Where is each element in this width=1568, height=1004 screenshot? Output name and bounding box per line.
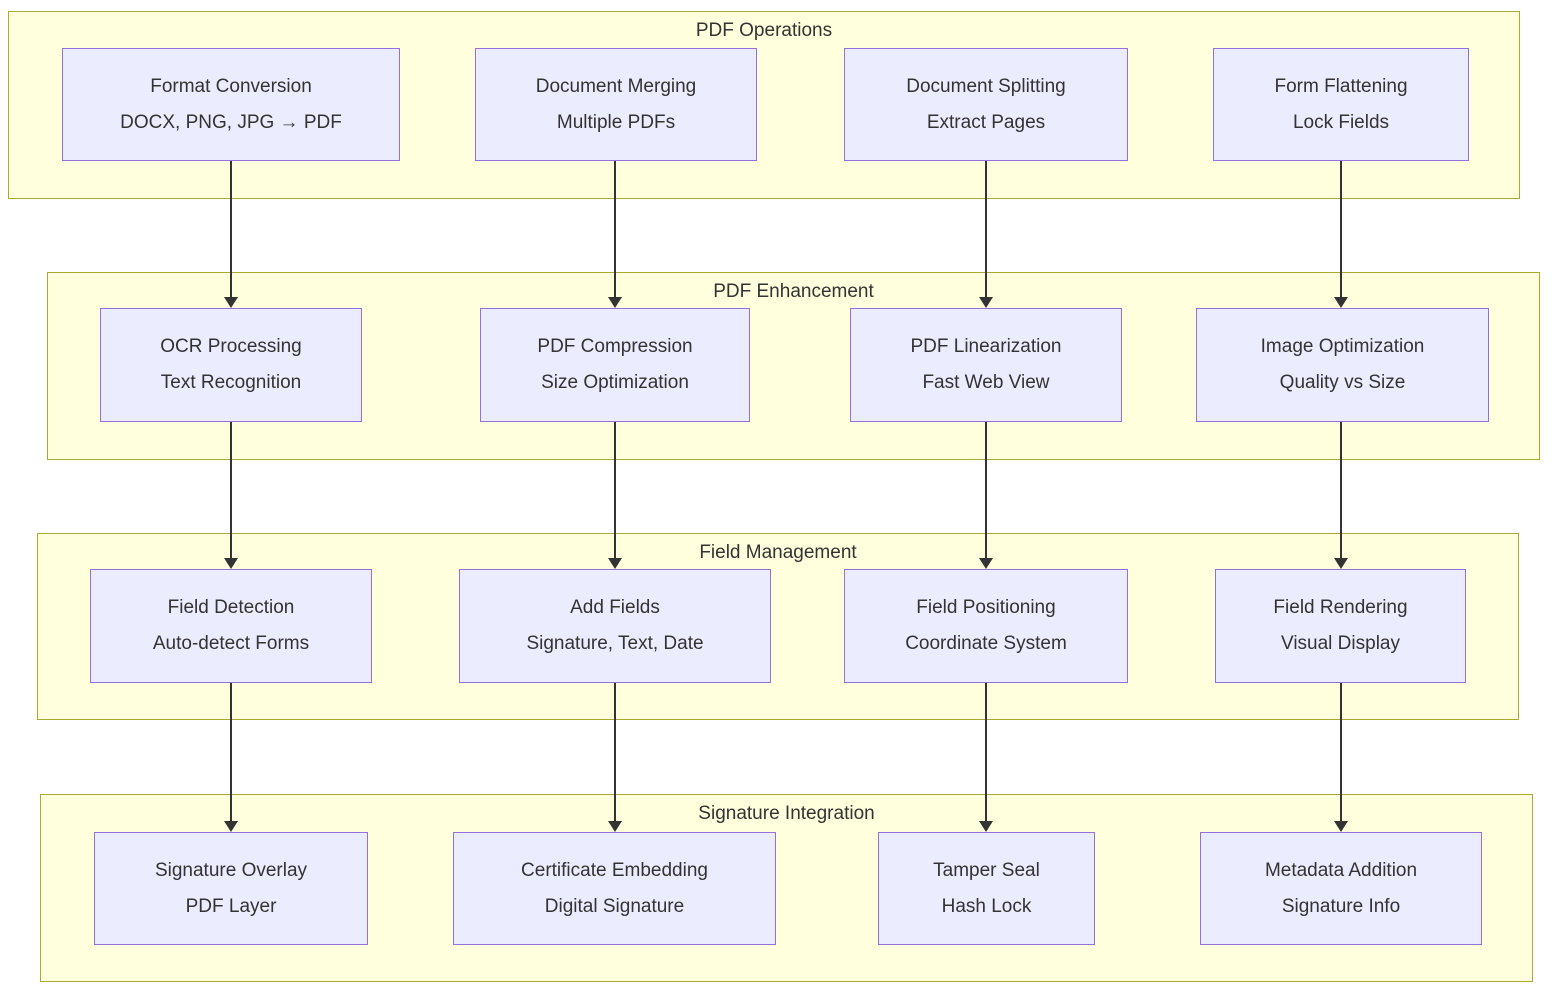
node-subtitle: Multiple PDFs [556, 111, 676, 133]
arrow-shaft [230, 422, 232, 558]
node-title: Document Merging [535, 75, 697, 97]
arrowhead-icon [224, 821, 238, 832]
node-tamper-seal: Tamper Seal Hash Lock [878, 832, 1095, 945]
node-signature-overlay: Signature Overlay PDF Layer [94, 832, 368, 945]
node-subtitle: Hash Lock [941, 895, 1032, 917]
node-title: Form Flattening [1274, 75, 1408, 97]
band-title: Signature Integration [698, 803, 875, 824]
arrowhead-icon [1334, 558, 1348, 569]
arrow-shaft [985, 161, 987, 297]
node-subtitle: Extract Pages [926, 111, 1046, 133]
band-title: Field Management [699, 542, 857, 563]
band-title: PDF Enhancement [713, 281, 874, 302]
node-subtitle: Text Recognition [160, 372, 302, 393]
node-title: PDF Linearization [910, 336, 1062, 357]
arrow-shaft [230, 683, 232, 821]
node-subtitle: Quality vs Size [1279, 372, 1406, 393]
node-subtitle: Coordinate System [905, 633, 1067, 654]
node-subtitle: DOCX, PNG, JPG → PDF [120, 111, 342, 133]
node-title: Format Conversion [150, 75, 312, 97]
node-document-splitting: Document Splitting Extract Pages [844, 48, 1128, 161]
node-subtitle: Visual Display [1281, 633, 1400, 654]
node-format-conversion: Format Conversion DOCX, PNG, JPG → PDF [62, 48, 400, 161]
node-title: Field Detection [167, 597, 295, 618]
node-subtitle: Signature, Text, Date [526, 633, 704, 654]
arrow-shaft [230, 161, 232, 297]
node-pdf-linearization: PDF Linearization Fast Web View [850, 308, 1122, 422]
band-title: PDF Operations [695, 20, 833, 41]
node-title: Field Positioning [916, 597, 1056, 618]
node-title: OCR Processing [160, 336, 302, 357]
arrow-shaft [1340, 683, 1342, 821]
arrow-shaft [614, 161, 616, 297]
node-subtitle: PDF Layer [185, 895, 277, 917]
node-add-fields: Add Fields Signature, Text, Date [459, 569, 771, 683]
arrowhead-icon [608, 558, 622, 569]
node-image-optimization: Image Optimization Quality vs Size [1196, 308, 1489, 422]
node-metadata-addition: Metadata Addition Signature Info [1200, 832, 1482, 945]
arrow-shaft [614, 683, 616, 821]
arrowhead-icon [1334, 821, 1348, 832]
arrowhead-icon [608, 821, 622, 832]
node-title: Tamper Seal [933, 859, 1040, 881]
node-title: Image Optimization [1260, 336, 1425, 357]
node-certificate-embedding: Certificate Embedding Digital Signature [453, 832, 776, 945]
node-subtitle: Signature Info [1281, 895, 1401, 917]
node-form-flattening: Form Flattening Lock Fields [1213, 48, 1469, 161]
node-subtitle: Digital Signature [544, 895, 685, 917]
arrowhead-icon [979, 821, 993, 832]
arrow-shaft [985, 422, 987, 558]
arrow-shaft [1340, 422, 1342, 558]
arrow-shaft [614, 422, 616, 558]
node-field-rendering: Field Rendering Visual Display [1215, 569, 1466, 683]
node-pdf-compression: PDF Compression Size Optimization [480, 308, 750, 422]
node-ocr-processing: OCR Processing Text Recognition [100, 308, 362, 422]
node-title: Field Rendering [1273, 597, 1408, 618]
node-title: Metadata Addition [1264, 859, 1418, 881]
arrowhead-icon [979, 297, 993, 308]
arrowhead-icon [1334, 297, 1348, 308]
node-subtitle: Size Optimization [541, 372, 689, 393]
arrow-shaft [985, 683, 987, 821]
arrowhead-icon [224, 558, 238, 569]
node-field-positioning: Field Positioning Coordinate System [844, 569, 1128, 683]
node-title: Document Splitting [906, 75, 1066, 97]
node-title: PDF Compression [537, 336, 693, 357]
node-subtitle: Fast Web View [922, 372, 1050, 393]
node-document-merging: Document Merging Multiple PDFs [475, 48, 757, 161]
arrowhead-icon [608, 297, 622, 308]
node-title: Signature Overlay [154, 859, 308, 881]
arrowhead-icon [224, 297, 238, 308]
node-title: Certificate Embedding [521, 859, 708, 881]
arrow-shaft [1340, 161, 1342, 297]
node-subtitle: Auto-detect Forms [152, 633, 310, 654]
node-field-detection: Field Detection Auto-detect Forms [90, 569, 372, 683]
node-subtitle: Lock Fields [1292, 111, 1390, 133]
node-title: Add Fields [570, 597, 660, 618]
arrowhead-icon [979, 558, 993, 569]
